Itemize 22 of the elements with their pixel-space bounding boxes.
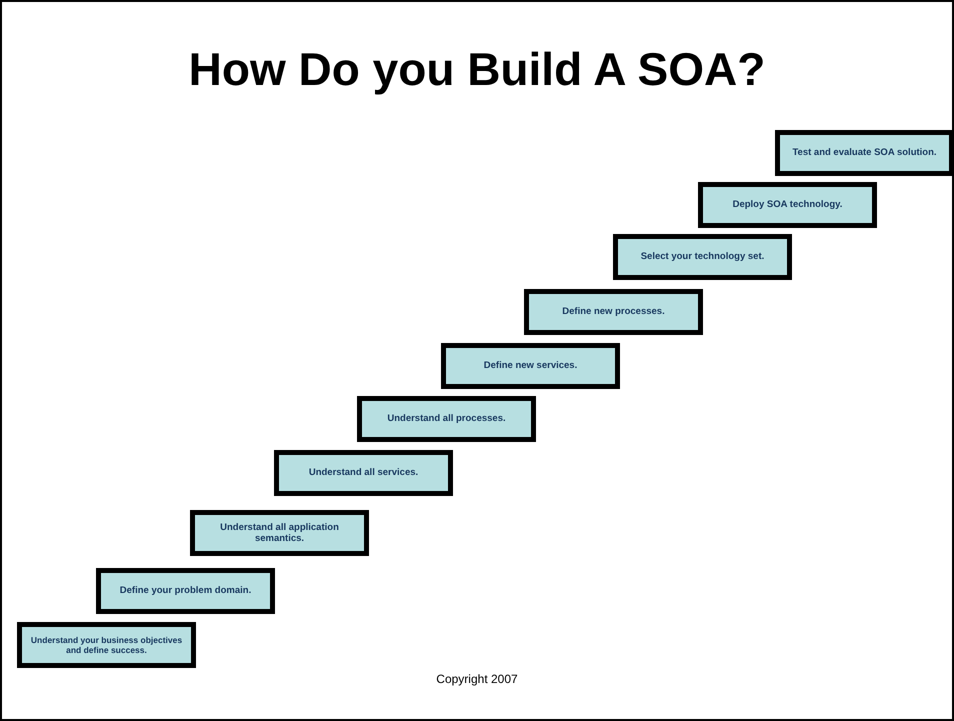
copyright-note: Copyright 2007: [435, 672, 519, 686]
step-box: [17, 622, 196, 668]
step-text: Understand all services.: [308, 467, 418, 479]
step-text: Understand all processes.: [387, 413, 506, 425]
step-text: Understand your business objectives and define success.: [30, 634, 184, 656]
step-text: Understand all application semantics.: [219, 522, 340, 544]
title: How Do you Build A SOA?: [188, 42, 766, 96]
step-text: Define new services.: [484, 360, 578, 372]
step-box: [698, 182, 877, 228]
step-text: Deploy SOA technology.: [732, 199, 842, 211]
step-box: [775, 130, 954, 176]
step-text: Test and evaluate SOA solution.: [792, 147, 937, 159]
step-text: Define your problem domain.: [120, 585, 252, 597]
step-box: [441, 343, 620, 389]
step-text: Select your technology set.: [640, 251, 764, 263]
step-box: [357, 396, 536, 442]
step-box: [96, 568, 275, 614]
step-text: Define new processes.: [562, 306, 665, 318]
step-box: [524, 289, 703, 335]
step-box: [274, 450, 453, 496]
step-box: [190, 510, 369, 556]
step-box: [613, 234, 792, 280]
